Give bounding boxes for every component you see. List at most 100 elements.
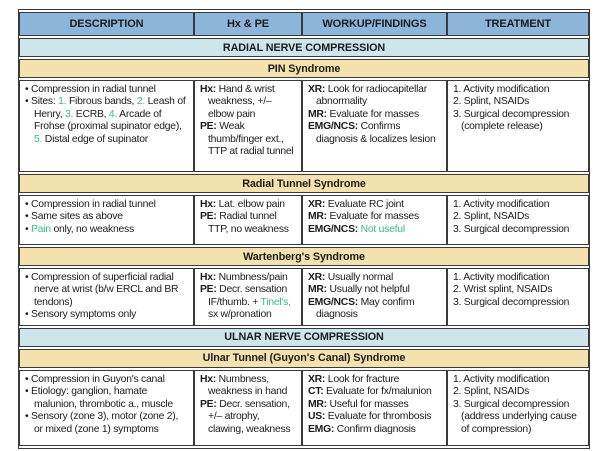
text-line: XR: Look for fracture [308,374,441,386]
text-segment: Usually normal [325,272,394,283]
text-segment: Compression of superficial radial nerve … [31,272,179,308]
text-segment: 1. Activity modification [453,272,550,283]
section-header: ULNAR NERVE COMPRESSION [19,327,589,347]
text-segment: Decr. sensation IF/thumb. + [208,284,288,308]
text-segment: Distal edge of supinator [42,133,148,145]
text-line: 1. Activity modification [453,272,583,284]
text-line: PE: Weak thumb/finger ext., TTP at radia… [200,121,296,158]
bullet-list: Compression in Guyon's canalEtiology: ga… [25,374,188,436]
bullet-item: Pain only, no weakness [25,224,188,236]
bold-label: XR: [308,272,326,283]
text-segment: Compression in Guyon's canal [31,373,165,385]
bold-label: EMG: [308,423,335,435]
text-segment: Numbness/pain [216,272,288,283]
bullet-list: Compression of superficial radial nerve … [25,272,188,322]
bold-label: MR: [308,108,327,120]
bullet-list: Compression in radial tunnelSame sites a… [25,199,188,236]
text-segment: Arcade of Frohse (proximal supinator edg… [34,108,182,133]
section-header: RADIAL NERVE COMPRESSION [19,38,589,57]
text-line: EMG/NCS: Confirms diagnosis & localizes … [308,121,441,146]
green-highlight-text: Pain [31,223,51,235]
text-line: Hx: Lat. elbow pain [200,199,296,211]
text-segment: 3. Surgical decompression [453,296,570,308]
text-segment: Weak thumb/finger ext., TTP at radial tu… [208,121,294,158]
description-cell: Compression in radial tunnelSites: 1. Fi… [19,80,194,172]
text-segment: 3. Surgical decompression (complete rele… [453,108,570,133]
bullet-item: Compression in radial tunnel [25,199,188,211]
text-line: XR: Usually normal [308,272,441,284]
text-segment: Look for fracture [325,373,400,385]
text-segment: Usually not helpful [326,284,410,296]
text-line: PE: Decr. sensation, +/– atrophy, clawin… [200,399,296,436]
text-line: PE: Radial tunnel TTP, no weakness [200,211,296,236]
text-line: 3. Surgical decompression [453,224,583,236]
green-highlight-text: 5. [34,133,43,145]
text-segment: Fibrous bands, [66,96,137,108]
col-header-hx-pe: Hx & PE [194,12,302,36]
text-line: EMG/NCS: Not useful [308,224,441,236]
text-segment: 2. Wrist splint, NSAIDs [453,284,553,296]
text-line: EMG: Confirm diagnosis [308,424,441,436]
bold-label: MR: [308,284,327,296]
text-line: EMG/NCS: May confirm diagnosis [308,297,441,322]
text-line: MR: Evaluate for masses [308,211,441,223]
bullet-item: Compression of superficial radial nerve … [25,272,188,309]
text-line: Hx: Numbness/pain [200,272,296,284]
nerve-compression-table: DESCRIPTION Hx & PE WORKUP/FINDINGS TREA… [18,9,590,449]
text-line: Hx: Hand & wrist weakness, +/– elbow pai… [200,84,296,121]
bullet-item: Compression in radial tunnel [25,84,188,96]
text-segment: only, no weakness [50,223,134,235]
text-segment: Decr. sensation, +/– atrophy, clawing, w… [208,398,291,435]
text-segment: Evaluate for masses [326,211,420,223]
text-segment: Hand & wrist weakness, +/– elbow pain [208,84,275,120]
table-row: Compression of superficial radial nerve … [19,268,589,326]
text-block: Hx: Hand & wrist weakness, +/– elbow pai… [200,84,296,159]
text-segment: 3. Surgical decompression [453,223,570,235]
text-segment: 1. Activity modification [453,84,550,95]
text-line: XR: Evaluate RC joint [308,199,441,211]
bold-label: PE: [200,121,217,133]
bold-label: CT: [308,386,324,398]
bold-label: Hx: [200,373,216,385]
bold-label: EMG/NCS: [308,296,358,308]
text-segment: Evaluate for thrombosis [325,411,432,423]
bold-label: EMG/NCS: [308,121,358,133]
text-segment: Sensory symptoms only [31,309,137,321]
col-header-description: DESCRIPTION [19,12,194,36]
green-highlight-text: 4. [108,108,118,120]
text-segment: May confirm diagnosis [316,296,415,321]
table-row: Compression in Guyon's canalEtiology: ga… [19,369,589,446]
description-cell: Compression in Guyon's canalEtiology: ga… [19,369,194,446]
text-line: 1. Activity modification [453,199,583,211]
text-segment: Sensory (zone 3), motor (zone 2), or mix… [31,411,179,435]
bullet-item: Sensory symptoms only [25,309,188,321]
column-header-row: DESCRIPTION Hx & PE WORKUP/FINDINGS TREA… [19,12,589,36]
bold-label: EMG/NCS: [308,223,358,235]
bold-label: Hx: [200,199,216,210]
text-line: XR: Look for radiocapitellar abnormality [308,84,441,109]
table-row: Compression in radial tunnelSame sites a… [19,195,589,245]
text-segment: Numbness, weakness in hand [208,373,288,398]
text-line: 3. Surgical decompression (complete rele… [453,109,583,134]
text-segment: ECRB, [73,108,109,120]
text-segment: 3. Surgical decompression (address under… [453,398,577,435]
bold-label: US: [308,411,326,423]
green-highlight-text: Not useful [360,223,406,235]
bold-label: PE: [200,211,217,223]
green-highlight-text: Tinel's, [260,296,291,308]
bullet-list: Compression in radial tunnelSites: 1. Fi… [25,84,188,146]
syndrome-header: Radial Tunnel Syndrome [19,174,589,193]
